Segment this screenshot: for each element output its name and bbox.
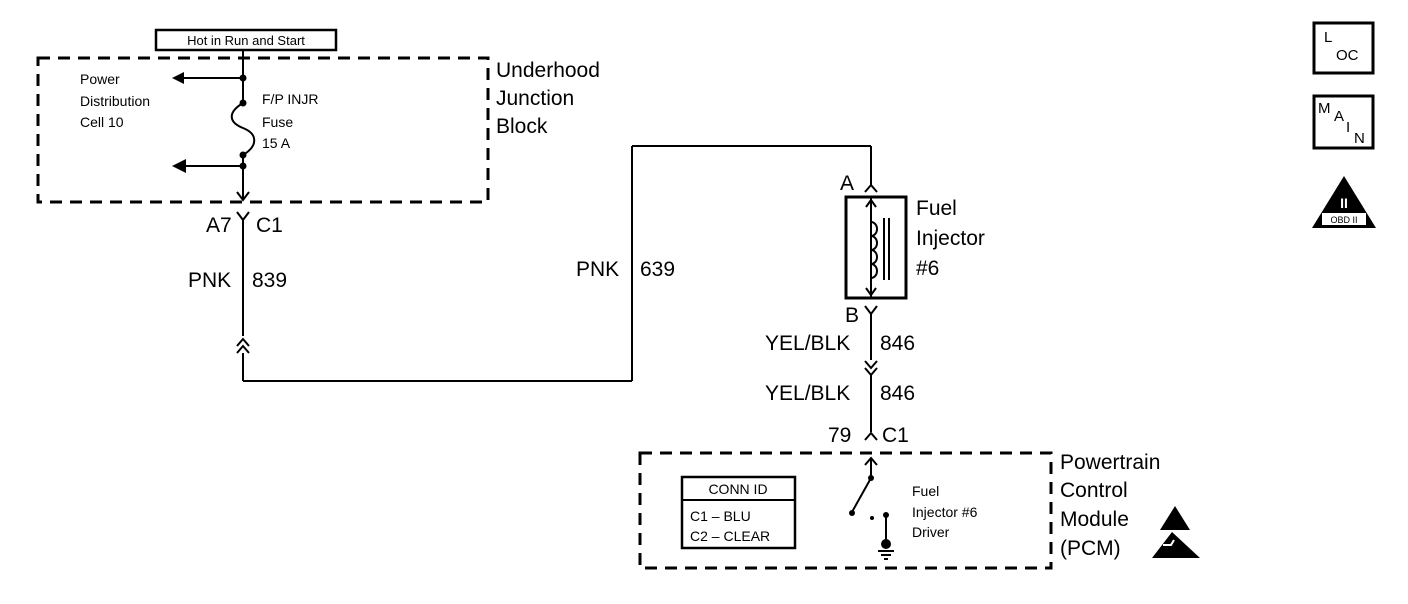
injector-title-line-3: #6 [916,257,939,280]
pdc-line-3: Cell 10 [80,114,124,130]
hot-in-run-and-start-label: Hot in Run and Start [154,28,338,52]
wire-pnk-839: PNK 839 [188,146,633,382]
connector-symbol-icon [864,305,878,316]
wire-846-upper-circuit: 846 [880,332,915,355]
arrow-left-icon [172,72,184,84]
fuse-line-2: Fuse [262,114,293,130]
main-icon-a: A [1334,108,1344,125]
main-icon-n: N [1354,130,1365,147]
c1-left-pin: A7 [206,214,232,237]
pcm-title-line-4: (PCM) [1060,537,1121,560]
injector-title-line-1: Fuel [916,197,957,220]
obd-ii-icon[interactable]: II OBD II [1312,176,1376,228]
loc-icon[interactable]: L OC [1312,21,1375,75]
wire-yel-blk-846: YEL/BLK 846 YEL/BLK 846 [765,314,915,432]
pdc-line-2: Distribution [80,93,150,109]
pcm-title-line-1: Powertrain [1060,451,1160,474]
ground-icon [881,539,891,549]
wire-639-circuit: 639 [640,258,675,281]
esd-warning-icon [1160,506,1190,530]
ujb-title-line-3: Block [496,115,548,138]
ujb-title-line-2: Junction [496,87,574,110]
driver-line-2: Injector #6 [912,504,978,520]
injector-pin-b: B [845,304,859,327]
conn-id-header: CONN ID [708,481,767,497]
wire-pnk-639: PNK 639 [576,145,878,281]
conn-id-row-2: C2 – CLEAR [690,528,770,544]
wire-839-color: PNK [188,269,231,292]
coil-icon [870,221,878,279]
connector-symbol-icon [864,183,878,193]
main-icon-m: M [1318,100,1331,117]
conn-id-table: CONN ID C1 – BLU C2 – CLEAR [680,475,797,550]
chevron-up-icon [236,344,250,354]
chevron-down-icon [864,360,878,370]
c1-left-conn: C1 [256,214,283,237]
pdc-line-1: Power [80,71,120,87]
chevron-up-icon [236,337,250,347]
pcm-conn-pin: 79 [828,424,851,447]
underhood-junction-block: Underhood Junction Block Power Distribut… [36,56,600,204]
chevron-up-icon [865,198,877,208]
fuse-line-1: F/P INJR [262,91,319,107]
obd-icon-label: OBD II [1330,215,1357,225]
obd-icon-numeral: II [1340,195,1348,211]
driver-line-3: Driver [912,524,950,540]
powertrain-control-module: Powertrain Control Module (PCM) Fuel Inj… [638,451,1200,570]
hot-label-text: Hot in Run and Start [187,33,305,48]
pcm-dashed-outline [638,451,1053,570]
connector-symbol-icon [864,431,878,441]
wire-846-lower-circuit: 846 [880,382,915,405]
arrow-left-icon [172,159,186,173]
connector-symbol-icon [236,211,250,222]
ujb-dashed-outline [36,56,490,204]
pcm-title-line-3: Module [1060,508,1129,531]
loc-icon-big: L [1324,29,1332,46]
wire-846-upper-color: YEL/BLK [765,332,850,355]
loc-icon-small: OC [1336,47,1359,64]
main-icon-i: I [1346,119,1350,136]
wire-839-circuit: 839 [252,269,287,292]
driver-switch-icon [851,477,872,513]
esd-hand-icon [1152,532,1200,558]
wire-846-lower-color: YEL/BLK [765,382,850,405]
conn-id-row-1: C1 – BLU [690,508,751,524]
pcm-conn-name: C1 [882,424,909,447]
ujb-title-line-1: Underhood [496,59,600,82]
injector-title-line-2: Injector [916,227,985,250]
pcm-title-line-2: Control [1060,479,1128,502]
fuel-injector-6: A Fuel Injector #6 B [840,172,985,327]
chevron-down-icon [236,191,250,202]
injector-pin-a: A [840,172,854,195]
chevron-down-icon [865,287,877,297]
main-icon[interactable]: M A I N [1312,94,1375,150]
fuse-line-3: 15 A [262,135,291,151]
connector-c1-a7: A7 C1 [206,211,283,336]
wire-639-color: PNK [576,258,619,281]
fuse-icon [230,102,256,156]
connector-c1-79: 79 C1 [828,424,909,447]
driver-line-1: Fuel [912,483,939,499]
